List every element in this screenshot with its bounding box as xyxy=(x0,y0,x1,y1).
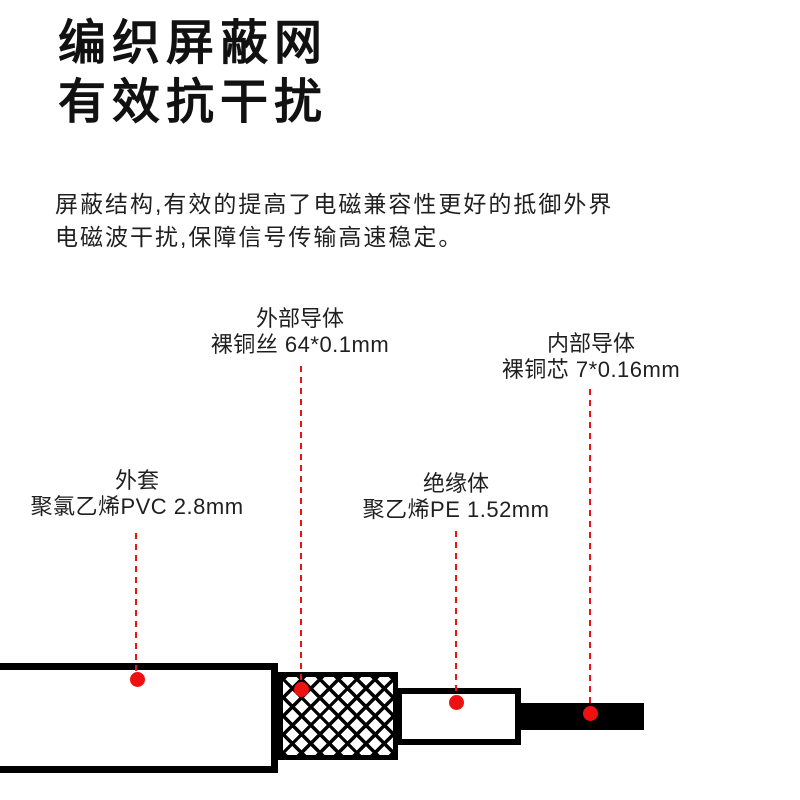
cable-copper-core-segment xyxy=(515,703,644,730)
inner-conductor-spec: 裸铜芯 7*0.16mm xyxy=(501,357,681,382)
jacket-name: 外套 xyxy=(114,468,159,493)
insulator-marker-dot xyxy=(449,695,464,710)
label-jacket: 外套 聚氯乙烯PVC 2.8mm xyxy=(7,468,267,520)
inner-conductor-marker-dot xyxy=(583,706,598,721)
jacket-leader-line xyxy=(135,533,137,675)
inner-conductor-name: 内部导体 xyxy=(546,331,635,356)
title-line-2: 有效抗干扰 xyxy=(58,76,329,129)
title-line-1: 编织屏蔽网 xyxy=(58,17,329,70)
jacket-marker-dot xyxy=(130,672,145,687)
insulator-name: 绝缘体 xyxy=(422,471,489,496)
insulator-leader-line xyxy=(455,531,457,699)
outer-conductor-leader-line xyxy=(300,366,302,685)
outer-conductor-name: 外部导体 xyxy=(255,306,344,331)
label-insulator: 绝缘体 聚乙烯PE 1.52mm xyxy=(326,471,586,523)
outer-conductor-spec: 裸铜丝 64*0.1mm xyxy=(210,332,390,357)
label-outer-conductor: 外部导体 裸铜丝 64*0.1mm xyxy=(170,306,430,358)
description-line-2: 电磁波干扰,保障信号传输高速稳定。 xyxy=(55,224,464,250)
outer-conductor-marker-dot xyxy=(294,682,309,697)
inner-conductor-leader-line xyxy=(589,389,591,709)
jacket-spec: 聚氯乙烯PVC 2.8mm xyxy=(30,494,244,519)
insulator-spec: 聚乙烯PE 1.52mm xyxy=(362,497,550,522)
description-line-1: 屏蔽结构,有效的提高了电磁兼容性更好的抵御外界 xyxy=(55,191,614,217)
description-text: 屏蔽结构,有效的提高了电磁兼容性更好的抵御外界 电磁波干扰,保障信号传输高速稳定… xyxy=(55,188,613,254)
page-title: 编织屏蔽网 有效抗干扰 xyxy=(58,14,328,132)
label-inner-conductor: 内部导体 裸铜芯 7*0.16mm xyxy=(461,331,721,383)
